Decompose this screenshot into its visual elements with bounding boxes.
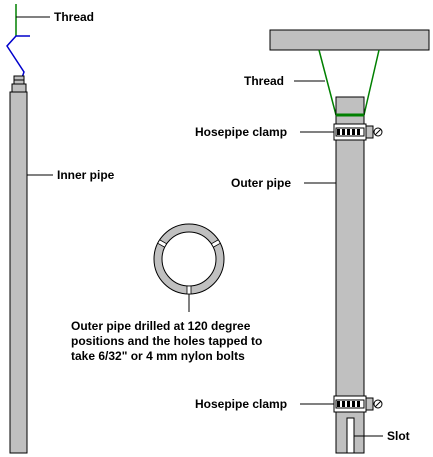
label-thread-right: Thread <box>244 74 284 88</box>
label-slot: Slot <box>387 429 410 443</box>
hook-nut <box>11 75 27 93</box>
ceiling-beam <box>269 29 430 51</box>
hosepipe-clamp-bottom <box>333 395 383 413</box>
label-clamp-top: Hosepipe clamp <box>195 125 287 139</box>
inner-pipe <box>9 91 28 454</box>
outer-pipe-assembly <box>269 29 430 454</box>
thread-right-line-left <box>318 49 337 116</box>
hosepipe-clamp-top <box>333 123 383 141</box>
inner-pipe-assembly <box>6 4 30 454</box>
bolt-hole-120 <box>210 239 221 248</box>
slot <box>346 417 355 454</box>
bolt-hole-240 <box>157 239 168 248</box>
label-outer-pipe: Outer pipe <box>231 176 291 190</box>
label-thread-left: Thread <box>54 10 94 24</box>
note-line-2: positions and the holes tapped to <box>71 334 262 348</box>
label-inner-pipe: Inner pipe <box>57 168 115 182</box>
note-line-3: take 6/32" or 4 mm nylon bolts <box>71 349 245 363</box>
label-clamp-bottom: Hosepipe clamp <box>195 397 287 411</box>
bolt-hole-0 <box>186 285 192 295</box>
pipe-cross-section <box>153 223 225 295</box>
thread-right-line-right <box>363 49 380 116</box>
note-line-1: Outer pipe drilled at 120 degree <box>71 319 251 333</box>
outer-pipe <box>335 96 365 454</box>
